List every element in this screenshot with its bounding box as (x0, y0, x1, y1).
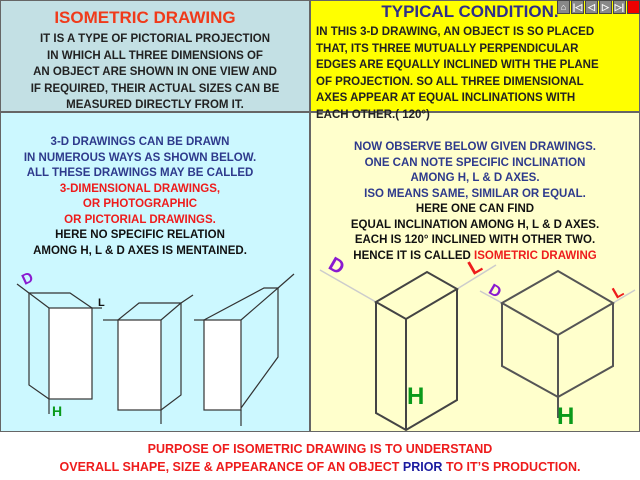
d-axis-label: D (19, 269, 36, 289)
line: AN OBJECT ARE SHOWN IN ONE VIEW AND (33, 66, 277, 78)
footer-line: OVERALL SHAPE, SIZE & APPEARANCE OF AN O… (0, 458, 640, 476)
isometric-panel (310, 112, 640, 432)
l-axis-label: L (464, 255, 486, 280)
line: ALL THESE DRAWINGS MAY BE CALLED (26, 167, 254, 179)
text: OVERALL SHAPE, SIZE & APPEARANCE OF AN O… (59, 460, 403, 474)
line: EDGES ARE EQUALLY INCLINED WITH THE PLAN… (316, 59, 599, 71)
first-slide-button[interactable]: |◁ (571, 0, 584, 14)
line: 3-DIMENSIONAL DRAWINGS, (59, 182, 221, 195)
text: HENCE IT IS CALLED (353, 249, 475, 262)
box-1 (16, 283, 102, 414)
definition-text: IT IS A TYPE OF PICTORIAL PROJECTION IN … (0, 31, 310, 114)
line: NOW OBSERVE BELOW GIVEN DRAWINGS. (354, 141, 596, 153)
line: MEASURED DIRECTLY FROM IT. (66, 99, 244, 111)
home-button[interactable]: ⌂ (557, 0, 570, 14)
line: THAT, ITS THREE MUTUALLY PERPENDICULAR (316, 42, 579, 55)
last-slide-button[interactable]: ▷| (613, 0, 626, 14)
typical-condition-panel (310, 0, 640, 112)
3d-drawings-text: 3-D DRAWINGS CAN BE DRAWN IN NUMEROUS WA… (0, 135, 280, 259)
highlight: PRIOR (402, 460, 443, 474)
line: IN NUMEROUS WAYS AS SHOWN BELOW. (23, 151, 257, 164)
box-2 (103, 294, 194, 424)
box-3 (194, 273, 295, 426)
iso-prism (319, 264, 497, 432)
line: HENCE IT IS CALLED ISOMETRIC DRAWING (320, 249, 630, 265)
line: IN THIS 3-D DRAWING, AN OBJECT IS SO PLA… (316, 26, 595, 38)
footer-line: PURPOSE OF ISOMETRIC DRAWING IS TO UNDER… (147, 442, 493, 456)
line: EACH OTHER.( 120°) (316, 108, 430, 121)
highlight: ISOMETRIC DRAWING (474, 249, 597, 262)
line: OR PHOTOGRAPHIC (82, 198, 198, 210)
title-isometric-drawing: ISOMETRIC DRAWING (54, 8, 236, 27)
line: 3-D DRAWINGS CAN BE DRAWN (50, 136, 230, 148)
h-axis-label: H (557, 403, 574, 430)
line: OF PROJECTION. SO ALL THREE DIMENSIONAL (316, 75, 584, 88)
line: HERE NO SPECIFIC RELATION (55, 229, 225, 241)
line: IT IS A TYPE OF PICTORIAL PROJECTION (39, 33, 271, 45)
condition-text: IN THIS 3-D DRAWING, AN OBJECT IS SO PLA… (316, 24, 636, 123)
l-axis-label: L (98, 297, 105, 309)
line: EACH IS 120° INCLINED WITH OTHER TWO. (354, 234, 596, 246)
definition-panel (0, 0, 310, 112)
line: IF REQUIRED, THEIR ACTUAL SIZES CAN BE (30, 82, 280, 95)
title-typical-condition: TYPICAL CONDITION. (381, 2, 559, 21)
d-axis-label: D (325, 253, 349, 279)
line: HERE ONE CAN FIND (415, 203, 535, 215)
iso-cube (479, 269, 636, 418)
next-slide-button[interactable]: ▷ (599, 0, 612, 14)
line: AMONG H, L & D AXES. (410, 172, 540, 184)
h-axis-label: H (52, 403, 62, 419)
l-axis-label: L (610, 283, 627, 303)
line: IN WHICH ALL THREE DIMENSIONS OF (47, 49, 263, 62)
line: AXES APPEAR AT EQUAL INCLINATIONS WITH (316, 92, 576, 104)
isometric-text: NOW OBSERVE BELOW GIVEN DRAWINGS. ONE CA… (320, 140, 630, 264)
h-axis-label: H (407, 383, 424, 410)
line: OR PICTORIAL DRAWINGS. (64, 213, 216, 226)
d-axis-label: D (485, 281, 504, 302)
line: ONE CAN NOTE SPECIFIC INCLINATION (364, 156, 586, 169)
line: EQUAL INCLINATION AMONG H, L & D AXES. (350, 218, 600, 231)
slide-navigation: ⌂ |◁ ◁ ▷ ▷| (557, 0, 640, 14)
line: ISO MEANS SAME, SIMILAR OR EQUAL. (364, 187, 586, 200)
prev-slide-button[interactable]: ◁ (585, 0, 598, 14)
text: TO IT’S PRODUCTION. (442, 460, 581, 474)
line: AMONG H, L & D AXES IS MENTAINED. (33, 244, 247, 257)
footer-purpose: PURPOSE OF ISOMETRIC DRAWING IS TO UNDER… (0, 440, 640, 476)
